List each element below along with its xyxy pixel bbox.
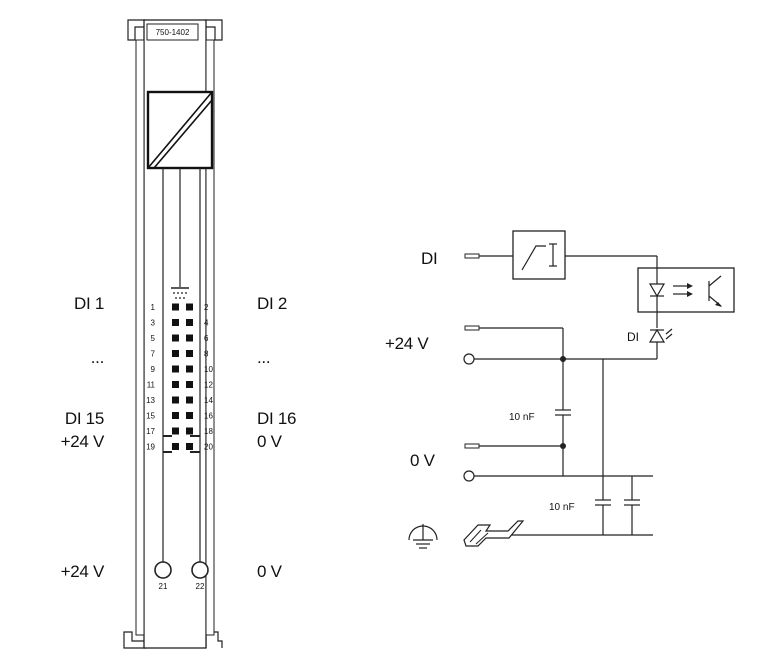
part-number-box bbox=[146, 23, 199, 41]
bottom-terminals: 21 22 bbox=[154, 561, 209, 591]
terminal-number-9: 9 bbox=[151, 365, 156, 374]
terminal-number-17: 17 bbox=[146, 427, 155, 436]
terminal-number-16: 16 bbox=[204, 412, 213, 421]
terminal-pin-19[interactable] bbox=[172, 443, 179, 450]
terminal-number-2: 2 bbox=[204, 303, 209, 312]
label-plus24-row: +24 V bbox=[61, 432, 105, 451]
label-di1: DI 1 bbox=[74, 294, 104, 313]
terminal-22-circle[interactable] bbox=[191, 561, 209, 579]
terminal-number-20: 20 bbox=[204, 443, 213, 452]
terminal-pin-10[interactable] bbox=[186, 365, 193, 373]
terminal-number-11: 11 bbox=[147, 381, 156, 390]
terminal-number-19: 19 bbox=[146, 443, 155, 452]
terminal-pin-14[interactable] bbox=[186, 396, 193, 404]
terminal-pin-16[interactable] bbox=[186, 412, 193, 419]
terminal-pin-18[interactable] bbox=[186, 427, 193, 435]
label-zero-bottom: 0 V bbox=[257, 562, 283, 581]
din-rail-icon bbox=[463, 520, 525, 547]
schematic-led-label: DI bbox=[627, 330, 639, 344]
terminal-pin-17[interactable] bbox=[172, 427, 179, 435]
zero-terminal-a bbox=[464, 443, 480, 449]
terminal-number-14: 14 bbox=[204, 396, 213, 405]
terminal-pin-12[interactable] bbox=[186, 381, 193, 388]
terminal-pin-11[interactable] bbox=[172, 381, 179, 388]
terminal-number-8: 8 bbox=[204, 350, 209, 359]
label-left-dots: ... bbox=[91, 348, 104, 367]
terminal-number-3: 3 bbox=[151, 319, 156, 328]
schematic: DI DI +24 V bbox=[385, 230, 735, 549]
terminal-number-10: 10 bbox=[204, 365, 213, 374]
terminal-number-15: 15 bbox=[146, 412, 155, 421]
internal-bus-lines bbox=[162, 168, 201, 570]
terminal-number-13: 13 bbox=[146, 396, 155, 405]
schematic-cap1-label: 10 nF bbox=[509, 412, 535, 423]
terminal-pin-7[interactable] bbox=[172, 350, 179, 357]
terminal-21-number: 21 bbox=[159, 582, 168, 591]
schematic-di-label: DI bbox=[421, 249, 437, 268]
terminal-number-18: 18 bbox=[204, 427, 213, 436]
schematic-zero-label: 0 V bbox=[410, 451, 436, 470]
left-labels: DI 1 ... DI 15 +24 V +24 V bbox=[61, 294, 106, 581]
schematic-cap2-label: 10 nF bbox=[549, 502, 575, 513]
label-di2: DI 2 bbox=[257, 294, 287, 313]
part-number: 750-1402 bbox=[156, 28, 190, 37]
terminal-number-1: 1 bbox=[151, 303, 156, 312]
terminal-pin-15[interactable] bbox=[172, 412, 179, 419]
terminal-pin-2[interactable] bbox=[186, 303, 193, 311]
plus24-terminal-b bbox=[463, 353, 475, 365]
label-right-dots: ... bbox=[257, 348, 270, 367]
label-plus24-bottom: +24 V bbox=[61, 562, 105, 581]
label-zero-row: 0 V bbox=[257, 432, 283, 451]
terminal-pin-5[interactable] bbox=[172, 334, 179, 342]
terminal-pin-9[interactable] bbox=[172, 365, 179, 373]
terminal-pins bbox=[172, 303, 193, 450]
terminal-22-number: 22 bbox=[196, 582, 205, 591]
schematic-plus24-label: +24 V bbox=[385, 334, 429, 353]
terminal-pin-3[interactable] bbox=[172, 319, 179, 326]
terminal-pin-1[interactable] bbox=[172, 303, 179, 311]
terminal-pin-8[interactable] bbox=[186, 350, 193, 357]
di-input-terminal bbox=[464, 253, 480, 259]
terminal-21-circle[interactable] bbox=[154, 561, 172, 579]
terminal-number-6: 6 bbox=[204, 334, 209, 343]
terminal-number-7: 7 bbox=[151, 350, 156, 359]
label-di16: DI 16 bbox=[257, 409, 296, 428]
terminal-number-12: 12 bbox=[204, 381, 213, 390]
ground-icon bbox=[408, 524, 438, 549]
terminal-pin-4[interactable] bbox=[186, 319, 193, 326]
terminal-number-4: 4 bbox=[204, 319, 209, 328]
terminal-pin-13[interactable] bbox=[172, 396, 179, 404]
label-di15: DI 15 bbox=[65, 409, 104, 428]
zero-terminal-b bbox=[463, 470, 475, 482]
terminal-number-5: 5 bbox=[151, 334, 156, 343]
dc-dc-converter-block bbox=[146, 90, 214, 170]
right-labels: DI 2 ... DI 16 0 V 0 V bbox=[257, 294, 296, 581]
plus24-terminal-a bbox=[464, 325, 480, 331]
input-filter-block bbox=[512, 230, 566, 280]
terminal-pin-20[interactable] bbox=[186, 443, 193, 450]
terminal-pin-6[interactable] bbox=[186, 334, 193, 342]
